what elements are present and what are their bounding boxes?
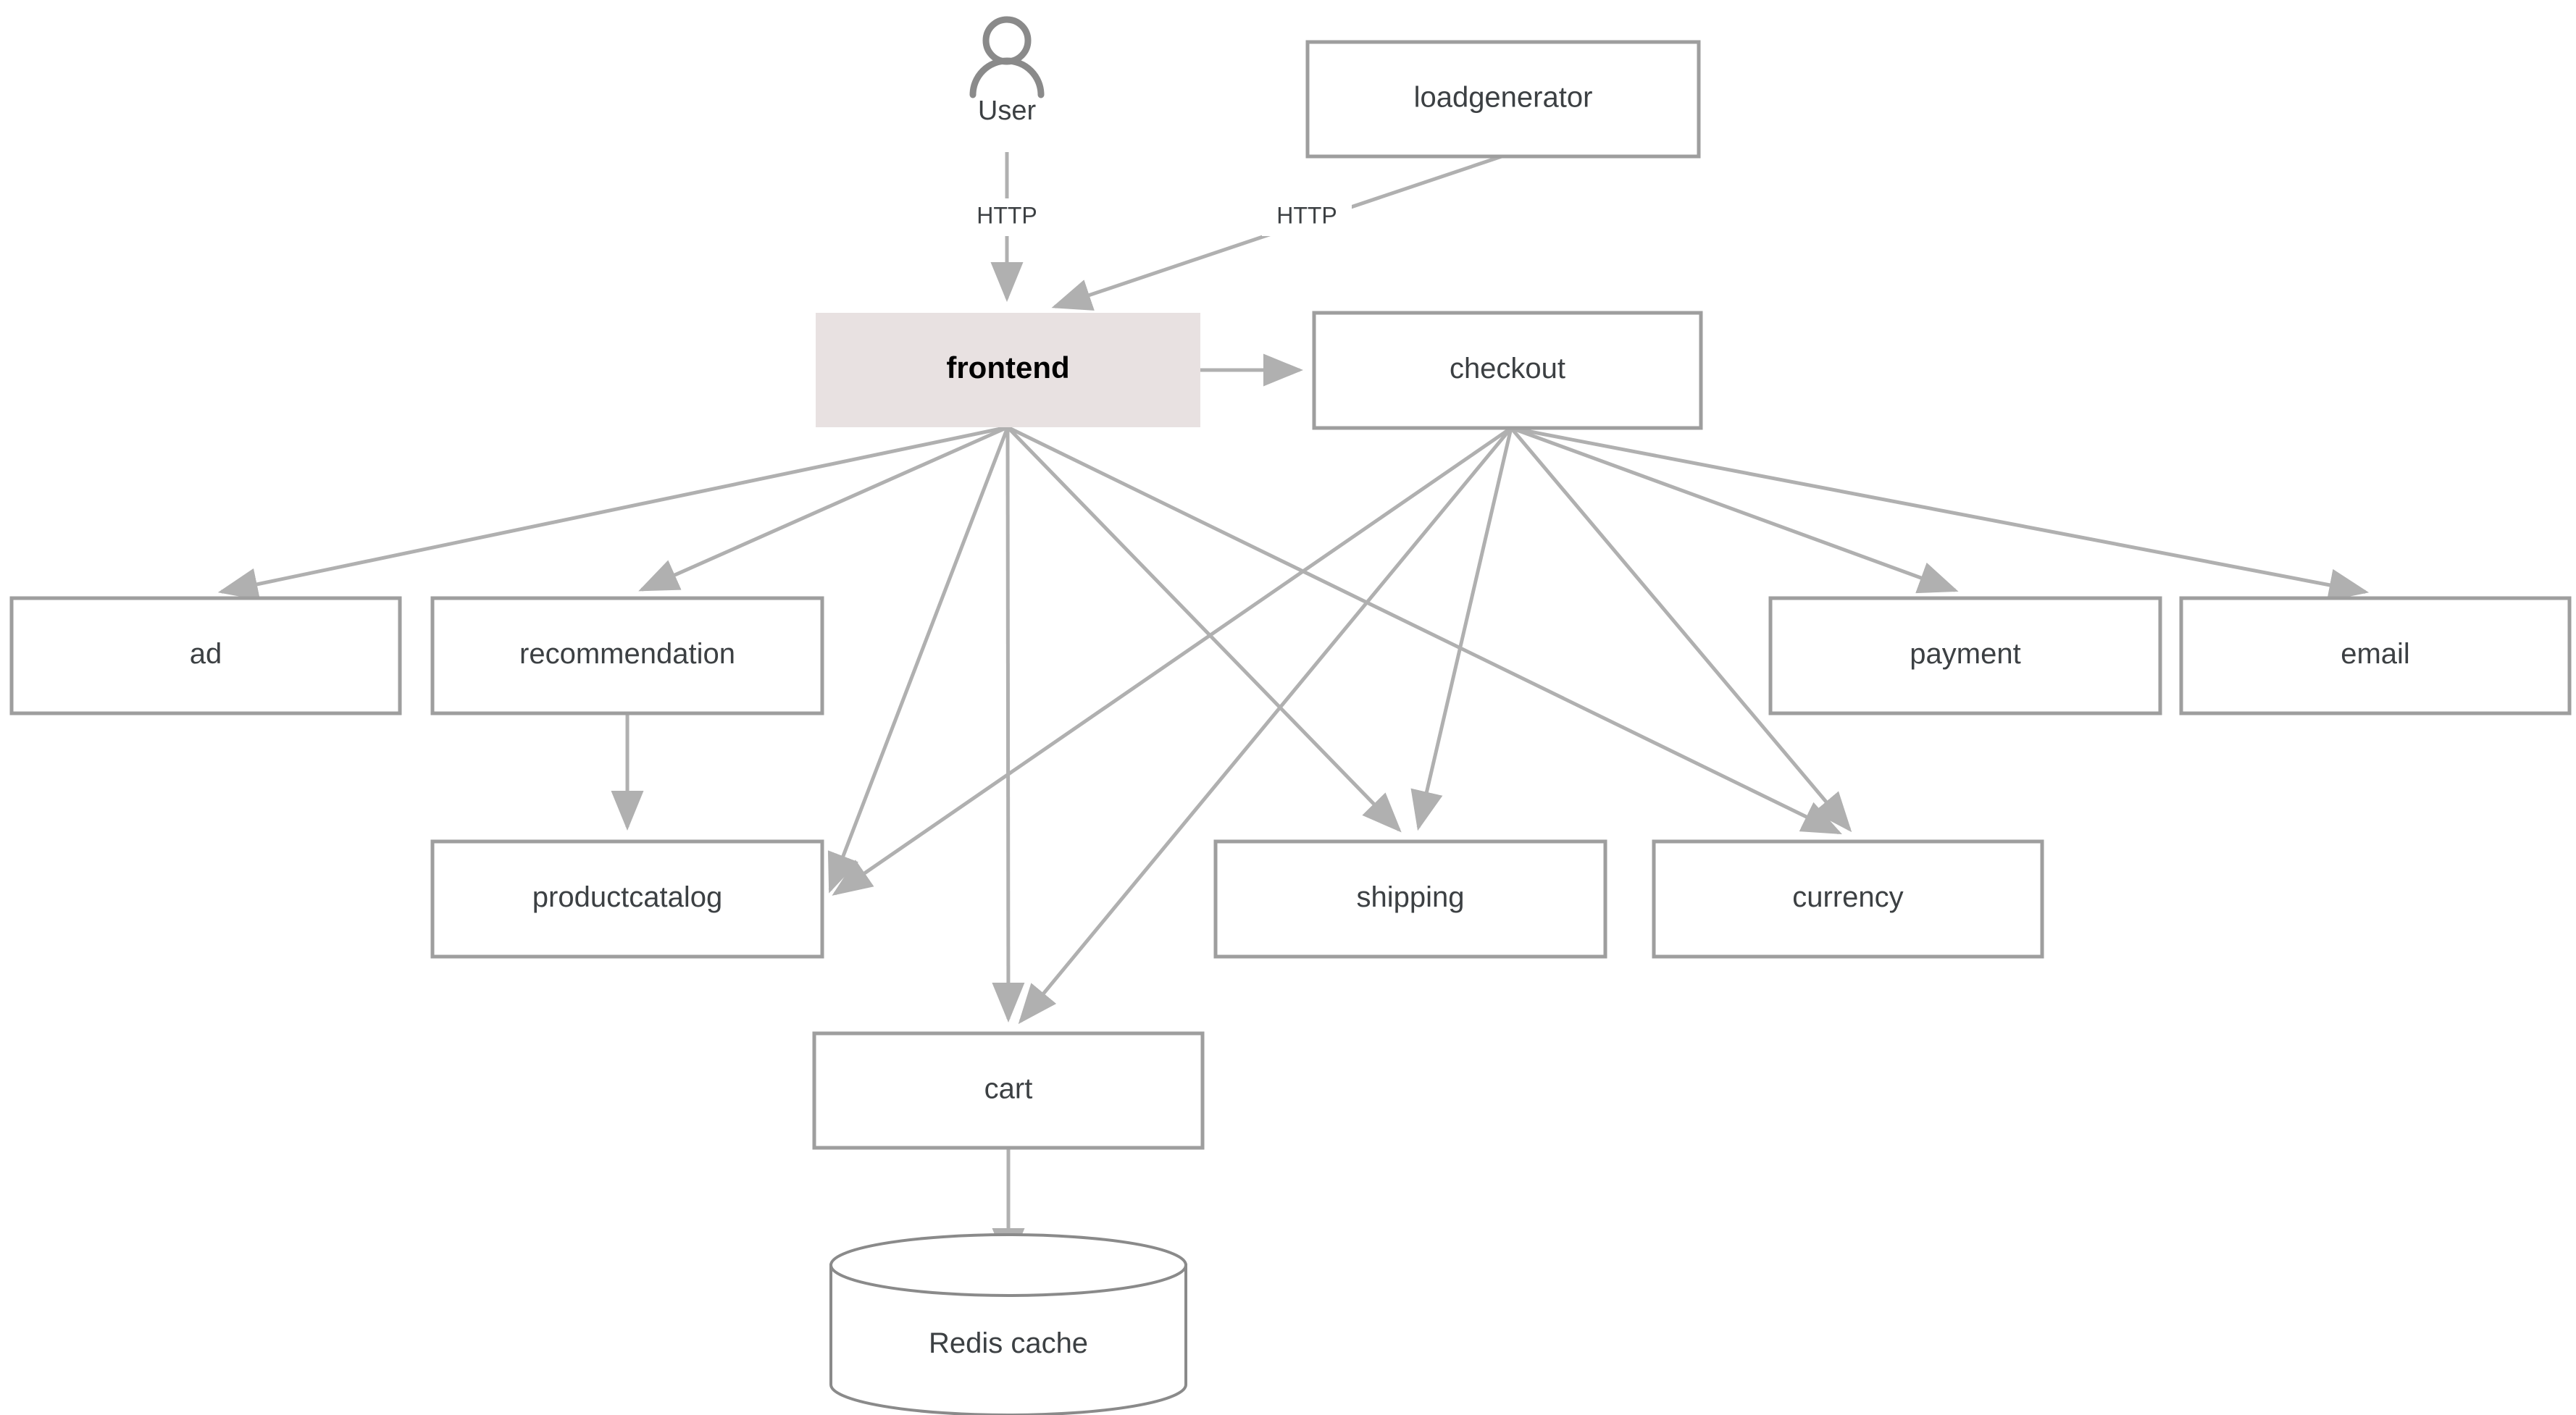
edge-frontend-shipping bbox=[1006, 426, 1402, 833]
node-label-cart: cart bbox=[984, 1073, 1033, 1105]
node-label-payment: payment bbox=[1910, 638, 2020, 670]
edge-line-checkout-email bbox=[1510, 426, 2370, 602]
edge-frontend-currency bbox=[1006, 425, 1842, 835]
node-box-productcatalog[interactable] bbox=[430, 839, 824, 959]
node-email[interactable]: email bbox=[2179, 596, 2572, 715]
edge-line-frontend-ad bbox=[217, 425, 1008, 600]
cylinder-top-rediscache bbox=[829, 1233, 1187, 1297]
node-recommendation[interactable]: recommendation bbox=[430, 596, 824, 715]
node-ad[interactable]: ad bbox=[9, 596, 402, 715]
node-shipping[interactable]: shipping bbox=[1213, 839, 1607, 959]
node-box-cart[interactable] bbox=[812, 1031, 1205, 1150]
edge-line-checkout-productcatalog bbox=[832, 426, 1513, 896]
node-label-productcatalog: productcatalog bbox=[532, 881, 722, 913]
node-label-loadgenerator: loadgenerator bbox=[1414, 82, 1593, 114]
edge-label-user-frontend: HTTP bbox=[977, 202, 1037, 228]
edge-label-bg-loadgenerator-frontend bbox=[1262, 198, 1352, 236]
edge-line-checkout-currency bbox=[1510, 427, 1852, 833]
node-label-currency: currency bbox=[1792, 881, 1903, 913]
node-box-checkout[interactable] bbox=[1312, 311, 1703, 430]
edge-checkout-cart bbox=[1018, 427, 1513, 1025]
edge-line-frontend-currency bbox=[1006, 425, 1842, 835]
edge-checkout-productcatalog bbox=[832, 426, 1513, 896]
node-productcatalog[interactable]: productcatalog bbox=[430, 839, 824, 959]
edge-frontend-productcatalog bbox=[827, 427, 1010, 894]
node-label-email: email bbox=[2341, 638, 2410, 670]
edge-line-checkout-cart bbox=[1018, 427, 1513, 1025]
edge-labels-layer: HTTP HTTP bbox=[962, 198, 1352, 236]
node-box-email[interactable] bbox=[2179, 596, 2572, 715]
node-label-frontend: frontend bbox=[946, 350, 1069, 385]
node-box-loadgenerator[interactable] bbox=[1305, 40, 1701, 159]
node-box-ad[interactable] bbox=[9, 596, 402, 715]
node-box-currency[interactable] bbox=[1652, 839, 2044, 959]
node-payment[interactable]: payment bbox=[1768, 596, 2162, 715]
edge-line-frontend-recommendation bbox=[638, 425, 1009, 592]
node-box-payment[interactable] bbox=[1768, 596, 2162, 715]
edges-layer bbox=[217, 152, 2370, 1268]
edge-line-checkout-shipping bbox=[1410, 427, 1513, 831]
node-rediscache[interactable]: Redis cache bbox=[829, 1233, 1187, 1415]
edge-frontend-ad bbox=[217, 425, 1008, 600]
node-box-frontend[interactable] bbox=[816, 313, 1200, 427]
node-label-shipping: shipping bbox=[1356, 881, 1464, 913]
edge-checkout-email bbox=[1510, 426, 2370, 602]
edge-line-checkout-payment bbox=[1510, 426, 1959, 594]
node-loadgenerator[interactable]: loadgenerator bbox=[1305, 40, 1701, 159]
actor-label-user: User bbox=[978, 96, 1037, 126]
node-cart[interactable]: cart bbox=[812, 1031, 1205, 1150]
actors-layer: User bbox=[969, 16, 1045, 126]
node-label-checkout: checkout bbox=[1450, 353, 1565, 385]
node-currency[interactable]: currency bbox=[1652, 839, 2044, 959]
edge-checkout-payment bbox=[1510, 426, 1959, 594]
node-box-shipping[interactable] bbox=[1213, 839, 1607, 959]
actor-user: User bbox=[969, 16, 1045, 126]
node-box-recommendation[interactable] bbox=[430, 596, 824, 715]
edge-line-frontend-productcatalog bbox=[827, 427, 1010, 894]
edge-label-loadgenerator-frontend: HTTP bbox=[1276, 202, 1337, 228]
person-shoulders-icon bbox=[969, 57, 1045, 98]
node-label-ad: ad bbox=[190, 638, 222, 670]
node-label-recommendation: recommendation bbox=[519, 638, 735, 670]
edge-checkout-currency bbox=[1510, 427, 1852, 833]
nodes-layer: loadgenerator frontend checkout ad recommend… bbox=[9, 40, 2572, 1415]
node-checkout[interactable]: checkout bbox=[1312, 311, 1703, 430]
person-head-icon bbox=[982, 16, 1032, 65]
edge-line-frontend-shipping bbox=[1006, 426, 1402, 833]
edge-checkout-shipping bbox=[1410, 427, 1513, 831]
edge-frontend-recommendation bbox=[638, 425, 1009, 592]
node-label-rediscache: Redis cache bbox=[929, 1327, 1088, 1359]
node-frontend[interactable]: frontend bbox=[816, 313, 1200, 427]
edge-label-bg-user-frontend bbox=[962, 198, 1052, 236]
